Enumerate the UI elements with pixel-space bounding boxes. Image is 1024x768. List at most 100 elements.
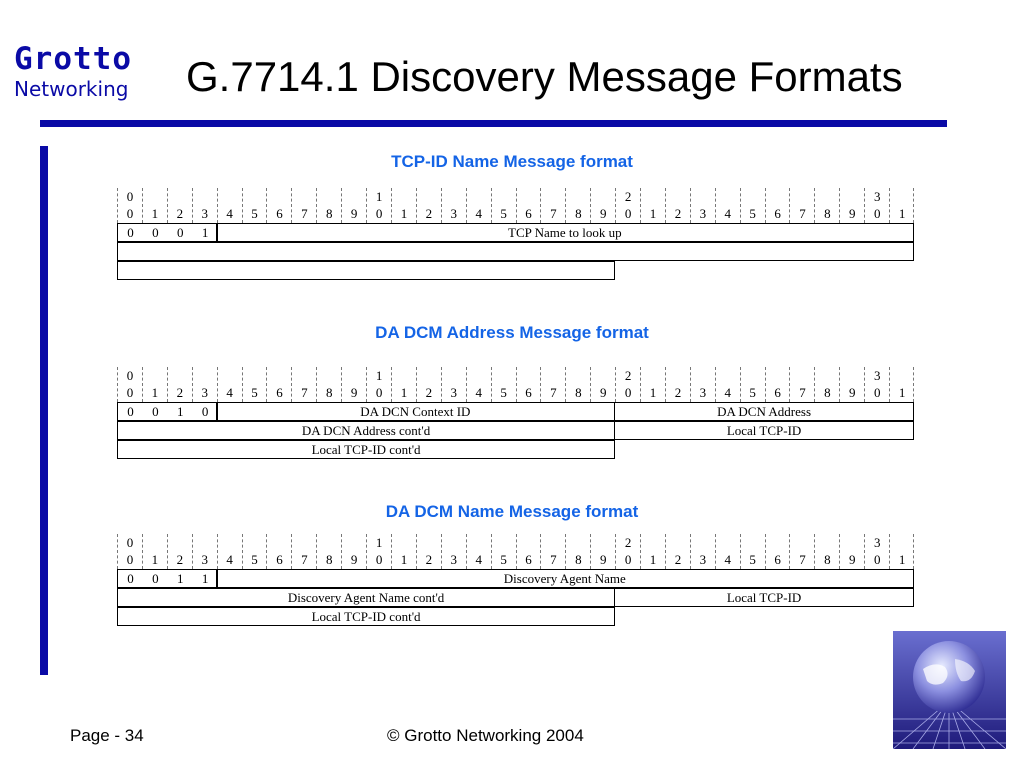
bit-units-label: 0 [126,206,134,221]
bit-units-label: 9 [599,385,607,400]
bit-tens-label: 2 [624,189,632,204]
bit-header-cell: 1 [889,188,914,223]
bit-units-label: 6 [525,552,532,567]
bit-header-cell: 9 [590,534,615,569]
bit-header-cell: 5 [241,188,267,223]
bit-units-label: 5 [749,385,756,400]
title-divider [40,120,947,127]
bit-tens-label: 1 [375,535,383,550]
bit-header-cell: 3 [191,188,217,223]
bit-header-cell: 4 [714,534,740,569]
bit-units-label: 8 [326,385,333,400]
bit-units-label: 0 [375,206,383,221]
bit-header-cell: 3 [440,188,466,223]
bit-units-label: 9 [849,385,856,400]
bit-header-cell: 5 [739,188,765,223]
bit-header-cell: 9 [839,367,864,402]
bit-units-label: 2 [674,552,682,567]
bit-header-cell: 1 [889,534,914,569]
type-bit: 1 [177,571,184,586]
bit-units-label: 0 [126,385,134,400]
bit-units-label: 5 [251,385,258,400]
bit-header-cell: 5 [241,534,267,569]
type-bit: 1 [201,225,209,240]
bit-header-cell: 7 [789,534,814,569]
bit-units-label: 3 [699,206,707,221]
type-bit: 0 [177,225,184,240]
bit-units-label: 2 [176,552,184,567]
grotto-logo: Grotto Networking [14,42,164,100]
bit-units-label: 8 [326,552,333,567]
bit-header-cell: 7 [291,367,316,402]
bit-units-label: 8 [824,552,831,567]
field-cell [117,242,914,261]
bit-header-cell: 7 [540,188,565,223]
type-bit: 0 [127,225,134,240]
bit-units-label: 6 [774,206,781,221]
bit-units-label: 8 [824,206,831,221]
bit-units-label: 3 [201,552,208,567]
bit-header-cell: 4 [714,367,740,402]
bit-header-cell: 2 [664,367,690,402]
bit-units-label: 0 [624,206,632,221]
bit-tens-label: 0 [126,368,134,383]
copyright: © Grotto Networking 2004 [387,726,584,745]
bit-units-label: 2 [674,385,682,400]
logo-line-2: Networking [14,77,129,101]
bit-header-cell: 3 [440,367,466,402]
bit-units-label: 9 [350,385,358,400]
type-bit: 1 [201,571,209,586]
bit-header-cell: 2 [166,188,192,223]
bit-units-label: 4 [724,206,732,221]
bit-units-label: 9 [350,552,358,567]
type-bit: 0 [127,404,134,419]
bit-units-label: 3 [450,206,458,221]
bit-header-cell: 7 [291,188,316,223]
bit-units-label: 4 [475,206,482,221]
bit-units-label: 8 [575,552,582,567]
bit-header-cell: 8 [565,188,590,223]
bit-units-label: 5 [500,206,507,221]
bit-header-cell: 9 [341,188,366,223]
bit-header-cell: 7 [789,188,814,223]
bit-units-label: 2 [425,206,433,221]
bit-units-label: 2 [176,206,184,221]
bit-units-label: 6 [276,552,283,567]
type-bit: 0 [152,404,159,419]
bit-units-label: 4 [475,385,482,400]
format-title-tcp-id-name: TCP-ID Name Message format [391,152,633,171]
bit-units-label: 4 [475,552,482,567]
bit-header-cell: 7 [291,534,316,569]
bit-units-label: 1 [151,385,159,400]
bit-header-cell: 5 [241,367,267,402]
bit-header-cell: 1 [390,367,416,402]
bit-units-label: 9 [599,552,607,567]
type-bit: 0 [201,404,209,419]
field-cell: Local TCP-ID cont'd [117,440,616,459]
bit-header-cell: 3 [440,534,466,569]
bit-header-cell: 1 [141,188,167,223]
bit-units-label: 7 [301,206,308,221]
bit-units-label: 4 [724,385,732,400]
bit-tens-label: 3 [873,368,881,383]
bit-units-label: 0 [873,552,881,567]
bit-tens-label: 1 [375,189,383,204]
bit-tens-label: 2 [624,368,632,383]
bit-units-label: 5 [500,552,507,567]
bit-header-cell: 4 [216,534,242,569]
bit-units-label: 3 [201,206,208,221]
field-cell: Discovery Agent Name cont'd [117,588,616,607]
bit-units-label: 2 [425,385,433,400]
bit-units-label: 1 [400,385,408,400]
bit-units-label: 3 [450,385,458,400]
bit-header-cell: 1 [141,367,167,402]
bit-header-cell: 4 [216,367,242,402]
left-accent-bar [40,146,48,675]
field-cell: Local TCP-ID [614,421,914,440]
bit-units-label: 5 [251,552,258,567]
